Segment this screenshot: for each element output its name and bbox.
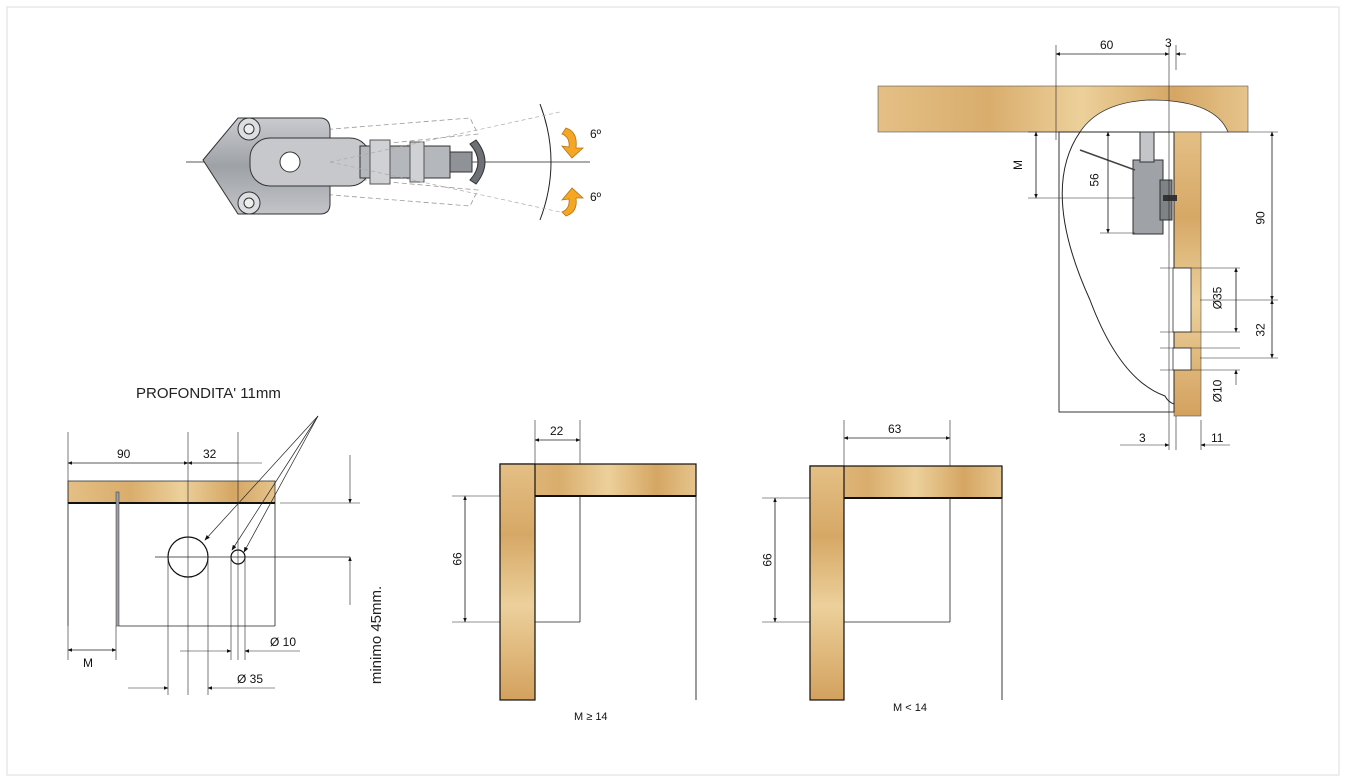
cab-a-caption: M ≥ 14 [574, 711, 608, 723]
minimum-note: minimo 45mm. [368, 585, 386, 685]
hinge-top-view [186, 103, 590, 221]
drill-dim-32-label: 32 [203, 447, 217, 461]
cabinet-diagram-a [452, 420, 697, 701]
drill-dim-10-label: Ø 10 [270, 635, 297, 649]
drill-dim-m-label: M [83, 656, 93, 670]
cab-a-top-dim-label: 22 [550, 424, 564, 438]
cab-a-side-dim-label: 66 [450, 552, 465, 566]
drill-dim-35-label: Ø 35 [237, 672, 264, 686]
angle-down-label: 6º [590, 190, 602, 204]
dim-35-label: Ø35 [1210, 286, 1225, 310]
rotate-up-arrow-icon [561, 127, 585, 159]
cab-b-side-dim-label: 66 [760, 553, 775, 567]
drilling-template-view [67, 415, 360, 695]
dim-m-label: M [1011, 160, 1025, 170]
depth-note: PROFONDITA' 11mm [136, 385, 281, 402]
cab-b-top-dim-label: 63 [888, 422, 902, 436]
rotate-down-arrow-icon [561, 187, 585, 217]
cabinet-diagram-b [762, 420, 1003, 701]
dim-56-label: 56 [1087, 173, 1102, 187]
drill-dim-90-label: 90 [117, 447, 131, 461]
dim-90-label: 90 [1253, 211, 1268, 225]
dim-3-bottom-label: 3 [1139, 431, 1146, 445]
dim-32-label: 32 [1253, 323, 1268, 337]
dim-10-label: Ø10 [1210, 379, 1225, 403]
angle-up-label: 6º [590, 127, 602, 141]
hinge-section-view [877, 45, 1278, 450]
dim-60-label: 60 [1100, 38, 1114, 52]
dim-11-label: 11 [1211, 431, 1224, 445]
dim-3-top-label: 3 [1165, 36, 1172, 50]
cab-b-caption: M < 14 [893, 702, 927, 714]
